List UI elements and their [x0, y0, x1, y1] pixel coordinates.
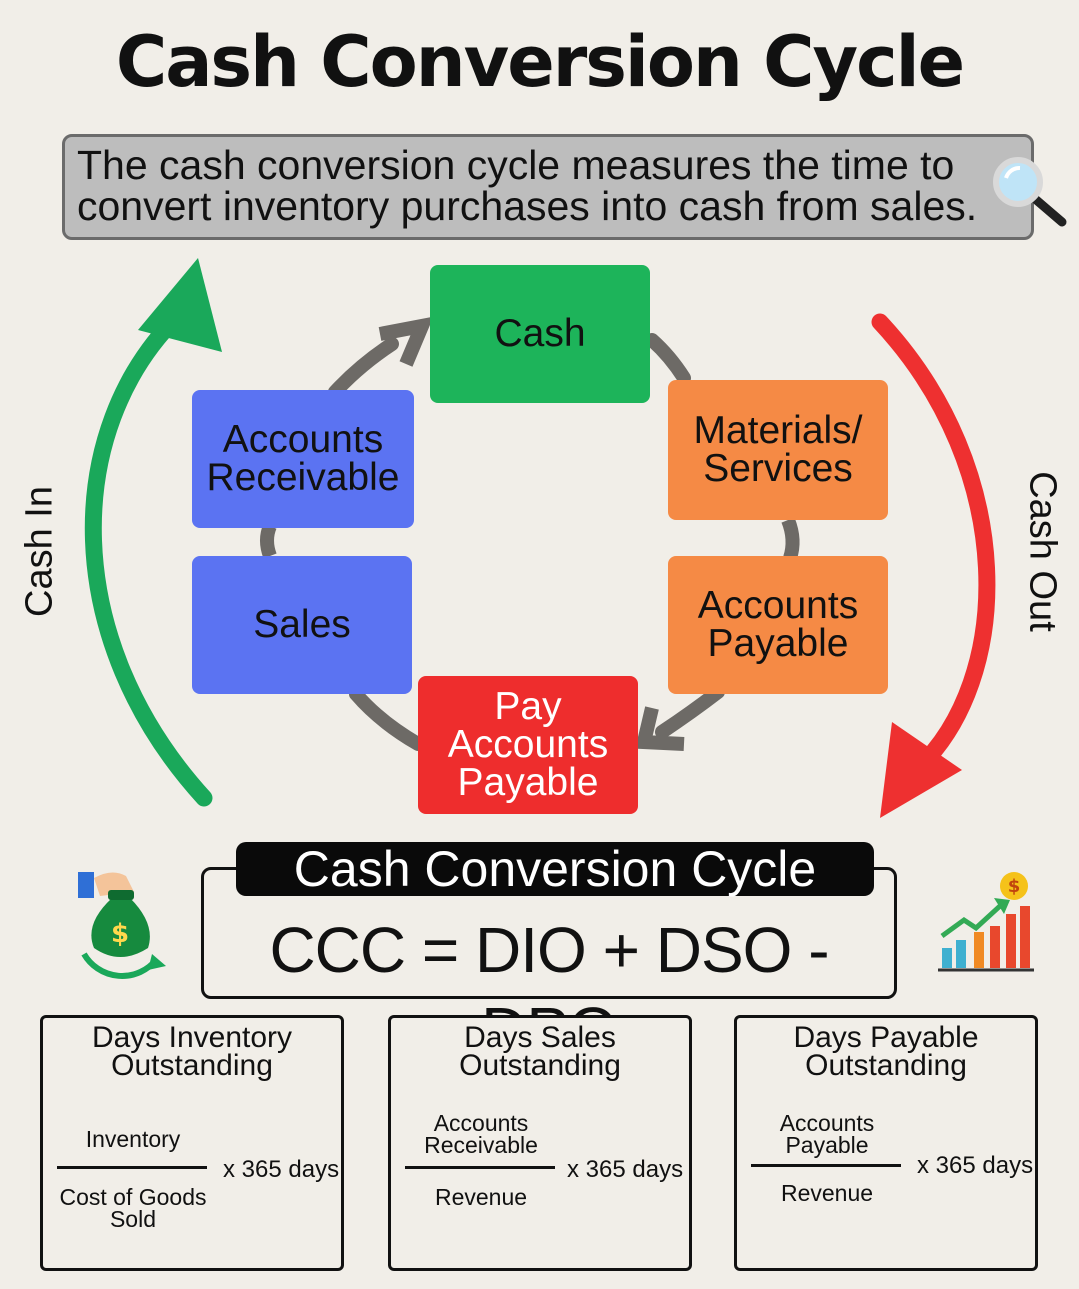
connector-pay-to-sales [349, 687, 425, 751]
node-cash-label: Cash [494, 312, 586, 355]
metric-title: Days Sales Outstanding [459, 1021, 621, 1082]
metric-numerator: Inventory [85, 1126, 181, 1152]
node-materials-label-1: Materials/ [693, 409, 863, 452]
connector-sales-to-receivable [260, 523, 277, 559]
cash-out-arrow [871, 313, 996, 779]
node-receivable-label-1: Accounts [222, 418, 384, 461]
fraction-line [751, 1164, 901, 1167]
node-pay-accounts-payable: Pay Accounts Payable [418, 676, 638, 814]
fraction-line [57, 1166, 207, 1169]
cash-out-label: Cash Out [1021, 471, 1064, 632]
connector-receivable-to-cash [328, 337, 399, 399]
growth-chart-dollar-sign: $ [1008, 876, 1021, 897]
node-sales: Sales [192, 556, 412, 694]
metric-denominator: Revenue [780, 1180, 874, 1206]
node-pay-label-3: Payable [457, 761, 599, 804]
money-bag-icon: $ [78, 872, 166, 979]
node-receivable-label-2: Receivable [206, 456, 400, 499]
metric-denominator: Cost of Goods Sold [59, 1184, 207, 1232]
cash-in-arrow [84, 307, 213, 807]
metric-numerator: Accounts Payable [779, 1110, 875, 1158]
subtitle-line-1: The cash conversion cycle measures the t… [77, 142, 955, 188]
metric-multiplier: x 365 days [917, 1152, 1034, 1179]
node-materials-label-2: Services [703, 447, 853, 490]
connector-payable-to-pay [655, 685, 725, 739]
metric-title: Days Payable Outstanding [793, 1021, 979, 1082]
metric-multiplier: x 365 days [223, 1156, 340, 1183]
metric-multiplier: x 365 days [567, 1156, 684, 1183]
fraction-line [405, 1166, 555, 1169]
cash-in-arrowhead [138, 258, 222, 352]
node-accounts-payable: Accounts Payable [668, 556, 888, 694]
page-title: Cash Conversion Cycle [115, 21, 965, 103]
formula-banner: Cash Conversion Cycle [236, 842, 874, 896]
metric-title: Days Inventory Outstanding [91, 1021, 293, 1082]
metric-box-dso: Days Sales Outstanding Accounts Receivab… [388, 1015, 692, 1271]
arrowhead-to-pay [635, 706, 685, 751]
subtitle-line-2: convert inventory purchases into cash fr… [77, 183, 978, 229]
node-accounts-payable-label-2: Payable [707, 622, 849, 665]
metric-numerator: Accounts Receivable [424, 1110, 538, 1158]
node-pay-label-2: Accounts [447, 723, 609, 766]
metric-denominator: Revenue [434, 1184, 528, 1210]
money-bag-dollar-sign: $ [111, 919, 129, 949]
node-materials-services: Materials/ Services [668, 380, 888, 520]
cash-in-label: Cash In [18, 486, 61, 617]
connector-cash-to-materials [645, 333, 691, 385]
cash-out-arrowhead [880, 722, 962, 818]
node-cash: Cash [430, 265, 650, 403]
metric-box-dio: Days Inventory Outstanding Inventory Cos… [40, 1015, 344, 1271]
subtitle-box: The cash conversion cycle measures the t… [62, 134, 1034, 240]
magnifying-glass-icon [993, 157, 1067, 227]
node-accounts-payable-label-1: Accounts [697, 584, 859, 627]
node-accounts-receivable: Accounts Receivable [192, 390, 414, 528]
node-pay-label-1: Pay [494, 685, 562, 728]
connector-materials-to-payable [781, 517, 800, 561]
metric-box-dpo: Days Payable Outstanding Accounts Payabl… [734, 1015, 1038, 1271]
arrowhead-to-cash [378, 316, 434, 367]
growth-chart-icon: $ [938, 872, 1034, 972]
node-sales-label: Sales [253, 603, 351, 646]
